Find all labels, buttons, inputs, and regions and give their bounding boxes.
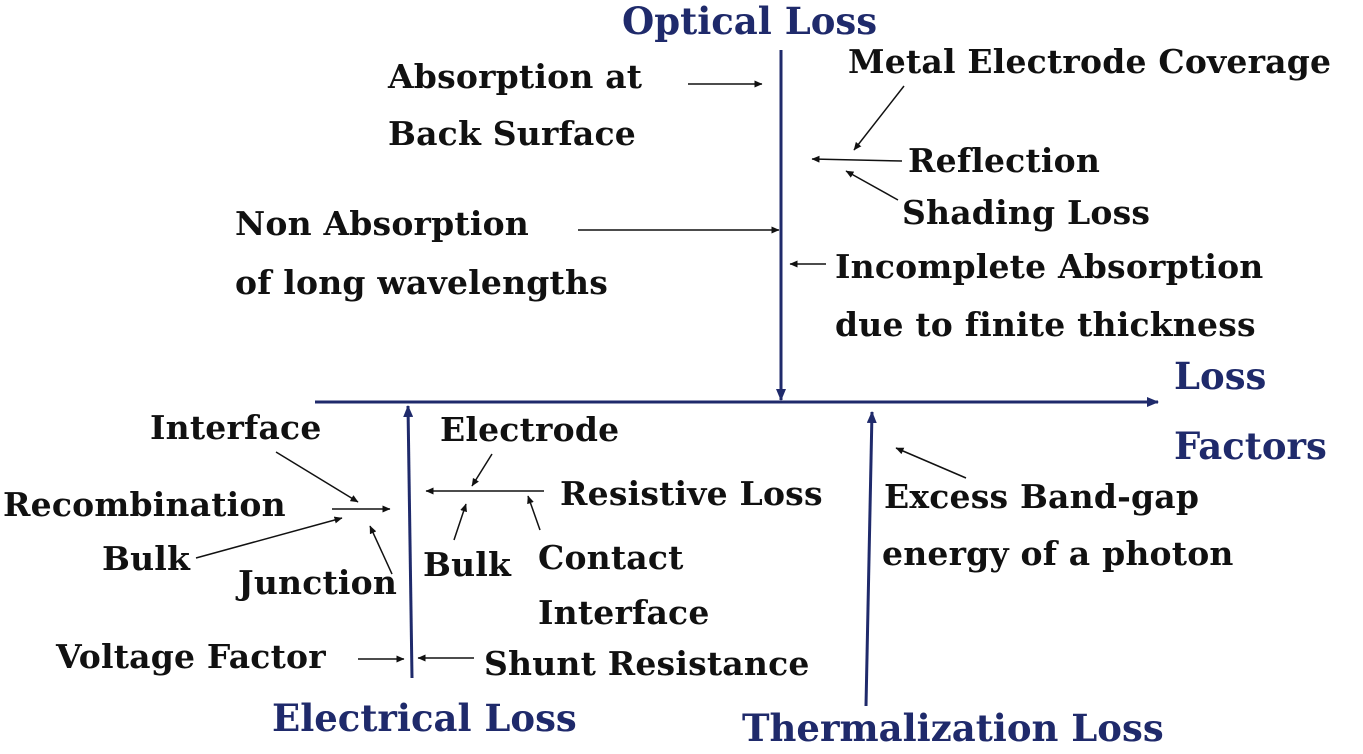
- resistive-loss-label: Resistive Loss: [560, 474, 823, 513]
- non-absorption-label-line2: of long wavelengths: [235, 263, 608, 302]
- incomplete-absorption-label-line1: Incomplete Absorption: [835, 247, 1264, 286]
- interface-arrow: [275, 451, 359, 503]
- absorption-back-label-line1: Absorption at: [388, 57, 643, 96]
- electrical-axis-arrow: [403, 405, 414, 679]
- reflection-label: Reflection: [908, 141, 1101, 180]
- thermalization-loss-heading: Thermalization Loss: [742, 706, 1164, 750]
- optical-loss-heading: Optical Loss: [622, 0, 878, 43]
- metal-electrode-arrow: [853, 85, 905, 151]
- shading-arrow: [845, 170, 899, 201]
- electrode-label: Electrode: [440, 410, 620, 449]
- excess-bandgap-label-line2: energy of a photon: [882, 534, 1234, 573]
- contact-label-line1: Contact: [538, 538, 684, 577]
- shading-loss-label: Shading Loss: [902, 193, 1151, 232]
- contact-arrow: [527, 495, 541, 531]
- loss-factors-heading-line2: Factors: [1174, 424, 1327, 468]
- bulk-resistive-arrow: [453, 503, 467, 541]
- junction-label: Junction: [238, 563, 398, 602]
- junction-arrow: [369, 525, 393, 575]
- voltage-factor-label: Voltage Factor: [56, 637, 326, 676]
- absorption-back-label-line2: Back Surface: [388, 114, 636, 153]
- contact-label-line2: Interface: [538, 593, 710, 632]
- electrode-arrow: [471, 453, 493, 487]
- bulk-arrow: [195, 516, 343, 559]
- thermal-axis-arrow: [864, 411, 877, 707]
- metal-electrode-label: Metal Electrode Coverage: [848, 42, 1332, 81]
- interface-label: Interface: [150, 408, 322, 447]
- excess-bandgap-label-line1: Excess Band-gap: [884, 477, 1200, 516]
- incomplete-absorption-label-line2: due to finite thickness: [835, 305, 1256, 344]
- shunt-resistance-label: Shunt Resistance: [484, 644, 810, 683]
- excess-bandgap-arrow: [895, 447, 967, 479]
- loss-factors-heading-line1: Loss: [1174, 354, 1267, 398]
- bulk-label: Bulk: [102, 539, 191, 578]
- bulk-resistive-label: Bulk: [423, 545, 512, 584]
- recombination-label: Recombination: [3, 485, 286, 524]
- reflection-arrow: [811, 155, 903, 163]
- non-absorption-label-line1: Non Absorption: [235, 204, 529, 243]
- electrical-loss-heading: Electrical Loss: [272, 696, 577, 740]
